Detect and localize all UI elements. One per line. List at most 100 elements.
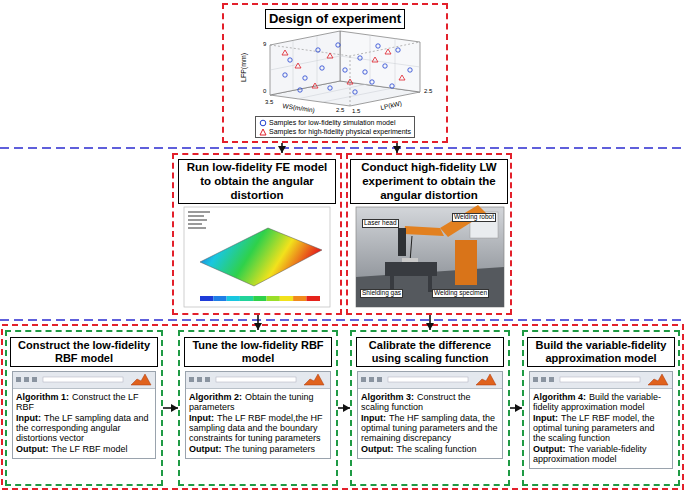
algorithm-text: Algorithm 3:Construct the scaling functi… (358, 389, 502, 458)
algorithm-window: Algorithm 3:Construct the scaling functi… (357, 371, 503, 459)
legend-symbol (260, 120, 266, 126)
toolbar-button (197, 377, 202, 382)
stage-title: Run low-fidelity FE model to obtain the … (178, 159, 336, 204)
field-name: Input: (361, 413, 386, 423)
flow-arrow (257, 315, 259, 330)
matlab-logo (476, 374, 496, 385)
toolbar-button (533, 377, 538, 382)
axis-label: 0 (263, 88, 266, 94)
step-panel: Construct the low-fidelity RBF modelAlgo… (5, 330, 163, 486)
algorithm-line: Algorithm 1:Construct the LF RBF (16, 392, 152, 413)
algorithm-line: Input:The HF sampling data, the optimal … (361, 413, 499, 444)
algorithm-line: Input:The LF RBF model,the HF sampling d… (189, 413, 327, 444)
stage-title: Tune the low-fidelity RBF model (184, 337, 332, 367)
flow-arrow (281, 143, 283, 153)
divider-line (0, 319, 685, 321)
photo-label: Laser head (362, 219, 399, 228)
field-name: Input: (533, 413, 558, 423)
axis-label: 2.5 (424, 88, 432, 94)
flow-arrow (396, 143, 398, 153)
step-panel: Tune the low-fidelity RBF modelAlgorithm… (178, 330, 338, 486)
photo-label: Welding specimen (432, 289, 489, 298)
stage-title: Design of experiment (265, 9, 405, 29)
path-field (560, 377, 640, 382)
field-name: Output: (361, 444, 393, 454)
algorithm-line: Output:The scaling function (361, 444, 499, 454)
photo-label: Shielding gas (360, 289, 403, 298)
toolbar-button (377, 377, 382, 382)
path-field (216, 377, 296, 382)
toolbar-button (189, 377, 194, 382)
algorithm-text: Algorithm 1:Construct the LF RBFInput:Th… (13, 389, 155, 458)
stage-title: Build the variable-fidelity approximatio… (527, 337, 675, 367)
toolbar-icons (13, 372, 159, 388)
axis-label: 3.5 (265, 99, 273, 105)
algorithm-window: Algorithm 2:Obtain the tuning parameters… (185, 371, 331, 459)
field-name: Algorithm 2: (189, 392, 242, 402)
fe-model-image (184, 207, 330, 307)
window-toolbar (358, 372, 502, 389)
flow-arrow (510, 407, 522, 409)
field-name: Algorithm 4: (533, 392, 586, 402)
algorithm-text: Algorithm 2:Obtain the tuning parameters… (186, 389, 330, 458)
legend-swatch (259, 119, 267, 127)
stage-title: Construct the low-fidelity RBF model (10, 337, 158, 367)
field-name: Input: (16, 413, 41, 423)
field-name: Output: (533, 444, 565, 454)
field-value: The LF RBF model (51, 444, 127, 454)
field-value: The tuning parameters (224, 444, 315, 454)
flow-arrow (338, 407, 350, 409)
field-name: Output: (16, 444, 48, 454)
legend-symbol (260, 129, 266, 135)
toolbar-button (24, 377, 29, 382)
field-name: Output: (189, 444, 221, 454)
axis-label: LP(kW) (380, 100, 403, 111)
algorithm-line: Input:The LF sampling data and the corre… (16, 413, 152, 444)
legend-text: Samples for low-fidelity simulation mode… (269, 119, 395, 126)
axis-label: 2.5 (336, 107, 344, 113)
matlab-logo (304, 374, 324, 385)
algorithm-line: Algorithm 3:Construct the scaling functi… (361, 392, 499, 413)
algorithm-line: Output:The LF RBF model (16, 444, 152, 454)
scatter-cube (270, 31, 420, 106)
algorithm-line: Output:The variable-fidelity approximati… (533, 444, 669, 465)
axis-label: LFP(mm) (240, 53, 247, 82)
toolbar-button (205, 377, 210, 382)
legend-box: Samples for low-fidelity simulation mode… (255, 116, 415, 138)
algorithm-window: Algorithm 1:Construct the LF RBFInput:Th… (12, 371, 156, 459)
algorithm-text: Algorithm 4:Build the variable-fidelity … (530, 389, 672, 468)
toolbar-button (369, 377, 374, 382)
flow-arrow (163, 407, 178, 409)
matlab-logo (131, 374, 151, 385)
toolbar-button (32, 377, 37, 382)
field-name: Input: (189, 413, 214, 423)
algorithm-line: Algorithm 4:Build the variable-fidelity … (533, 392, 669, 413)
field-name: Algorithm 3: (361, 392, 414, 402)
toolbar-icons (186, 372, 332, 388)
path-field (43, 377, 123, 382)
toolbar-icons (530, 372, 676, 388)
axis-label: 9 (263, 41, 266, 47)
axis-label: 1.5 (352, 108, 360, 114)
toolbar-button (361, 377, 366, 382)
matlab-logo (648, 374, 668, 385)
stage-title: Conduct high-fidelity LW experiment to o… (350, 159, 508, 204)
window-toolbar (186, 372, 330, 389)
step-panel: Build the variable-fidelity approximatio… (522, 330, 680, 486)
legend-swatch (259, 128, 267, 136)
group-frame (2, 325, 683, 489)
legend-text: Samples for high-fidelity physical exper… (269, 128, 411, 135)
stage-panel: Run low-fidelity FE model to obtain the … (172, 153, 342, 315)
divider-line (0, 147, 685, 149)
legend-row: Samples for high-fidelity physical exper… (259, 127, 411, 136)
toolbar-icons (358, 372, 504, 388)
field-name: Algorithm 1: (16, 392, 69, 402)
toolbar-button (541, 377, 546, 382)
lab-photo (356, 205, 504, 307)
field-value: The scaling function (396, 444, 476, 454)
window-toolbar (530, 372, 672, 389)
stage-title: Calibrate the difference using scaling f… (356, 337, 504, 367)
axis-label: WS(m/min) (282, 103, 315, 114)
algorithm-line: Output:The tuning parameters (189, 444, 327, 454)
